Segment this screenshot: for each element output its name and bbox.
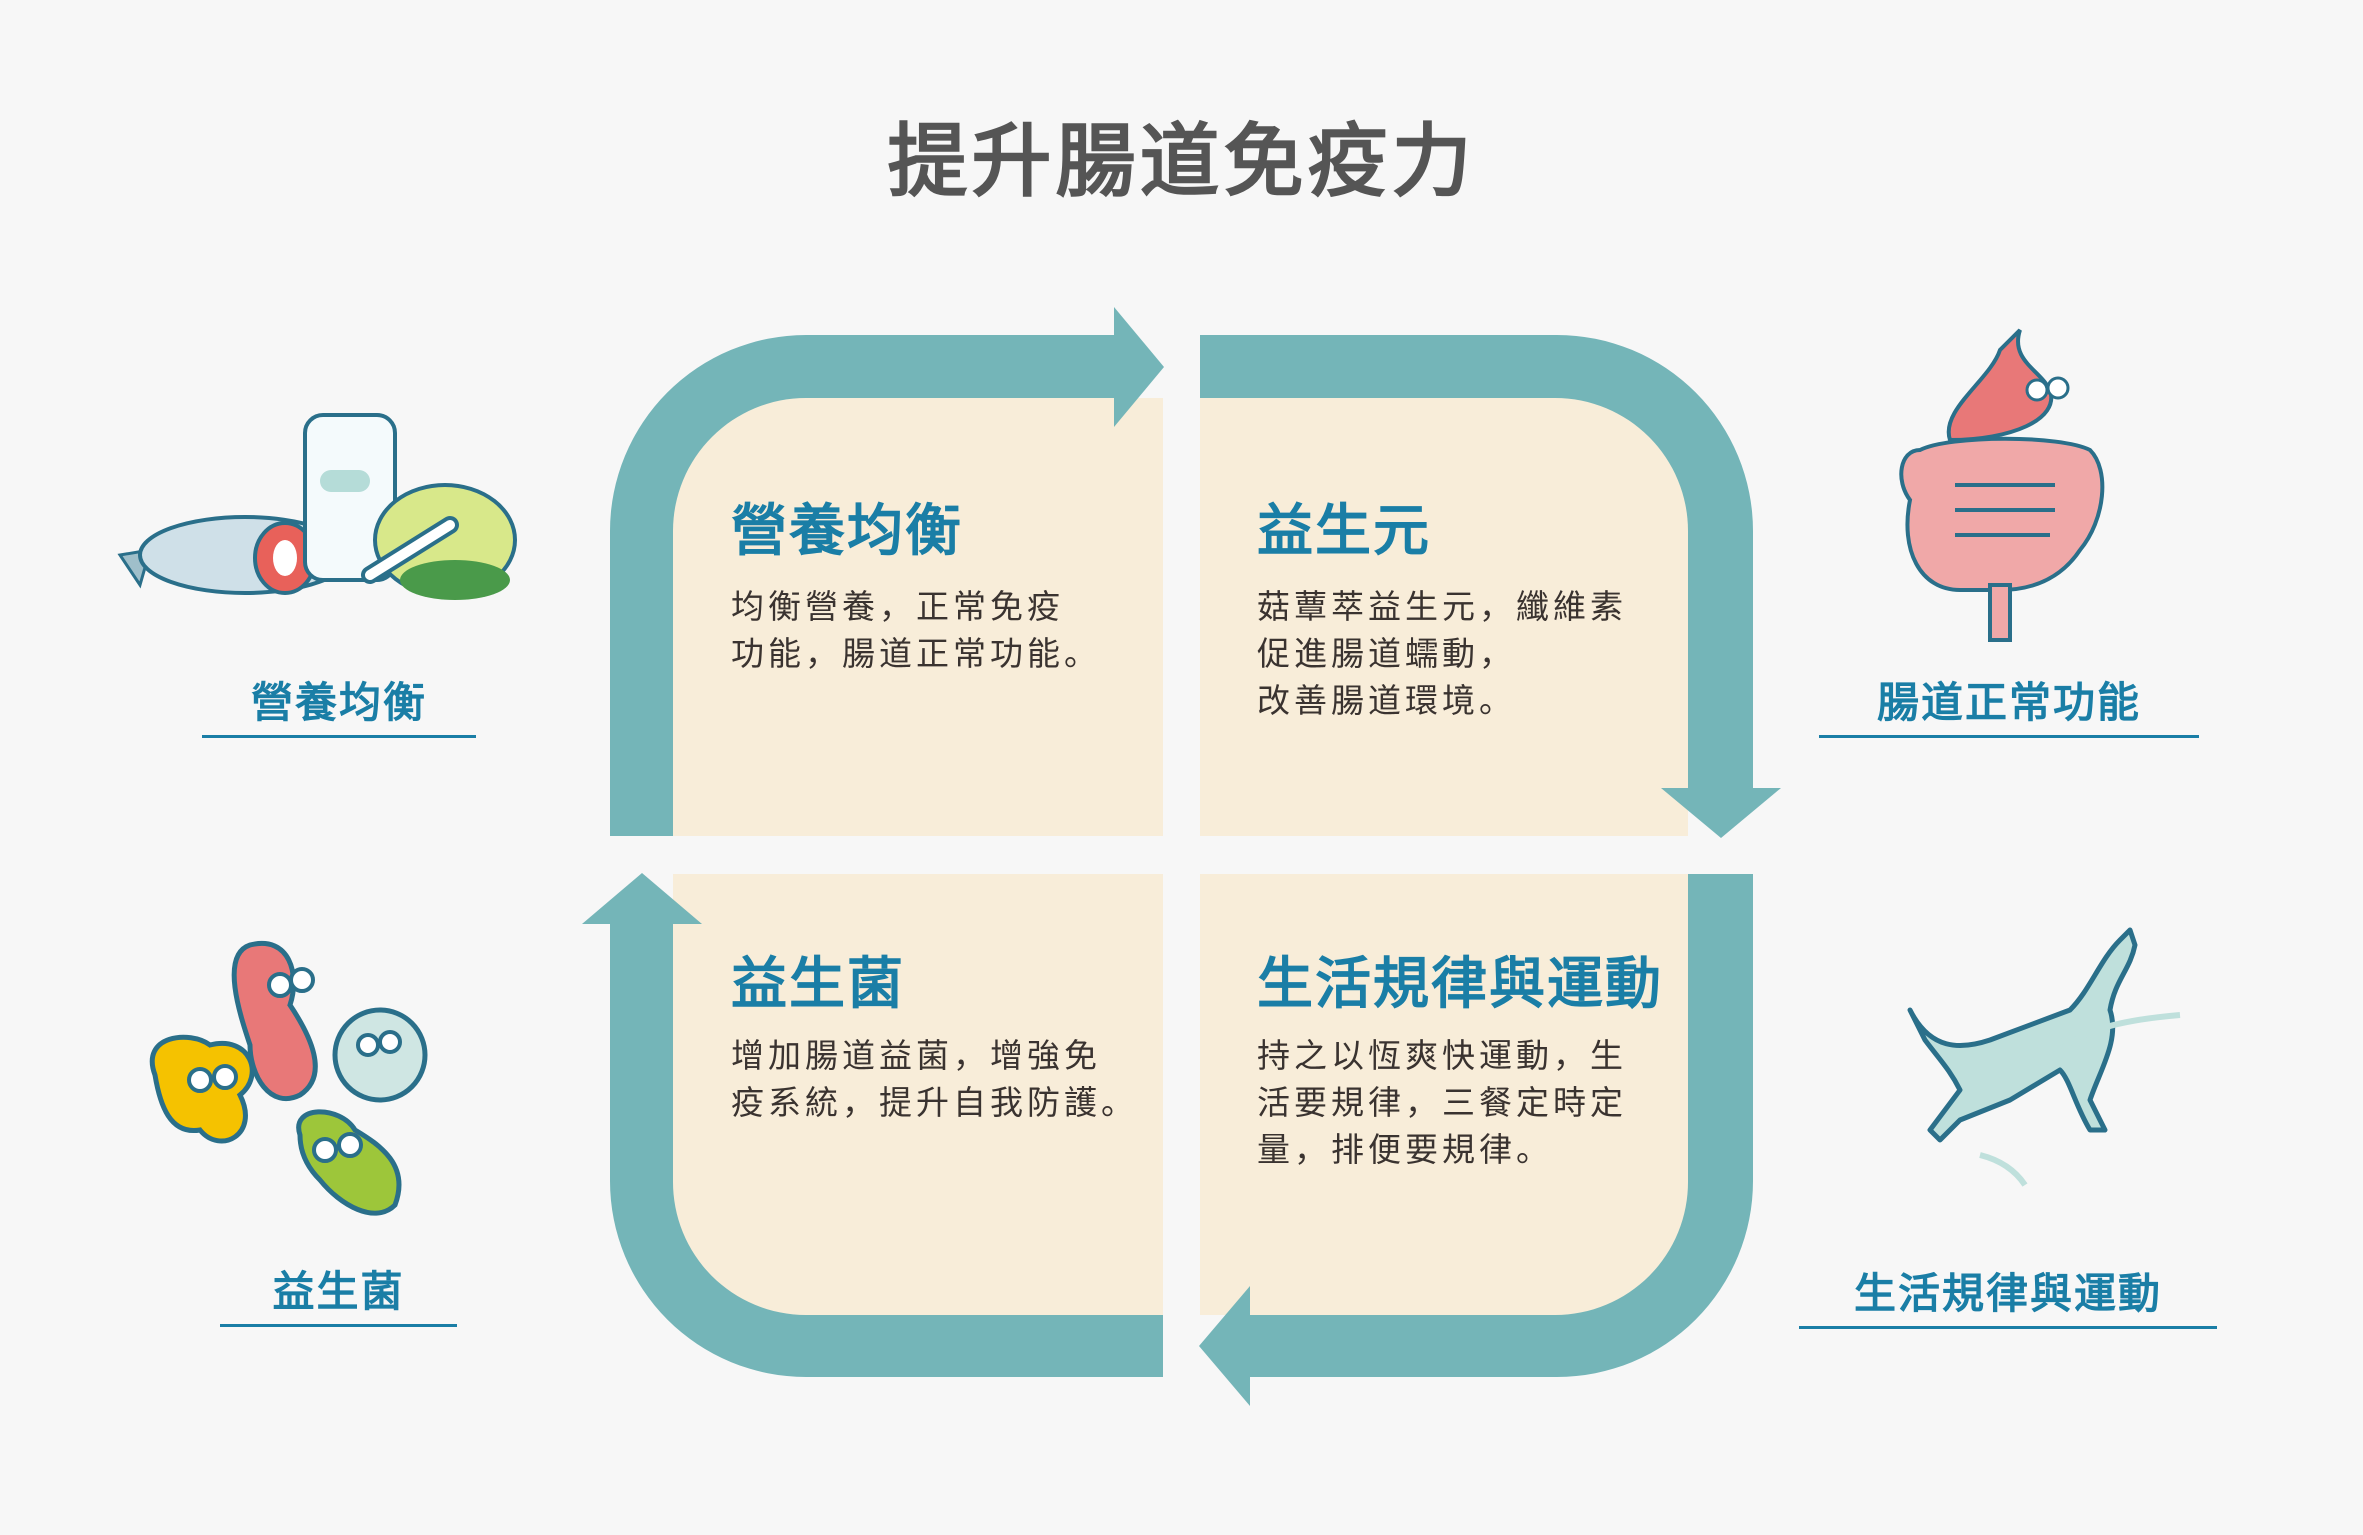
arrow-down-icon xyxy=(1661,788,1781,838)
quadrant-title-prebiotics: 益生元 xyxy=(1257,499,1431,564)
quadrant-body-lifestyle: 持之以恆爽快運動，生 活要規律，三餐定時定 量，排便要規律。 xyxy=(1257,1032,1627,1173)
quadrant-body-probiotics: 增加腸道益菌，增強免 疫系統，提升自我防護。 xyxy=(731,1032,1138,1126)
quadrant-body-nutrition: 均衡營養，正常免疫 功能，腸道正常功能。 xyxy=(731,583,1101,677)
body-line: 疫系統，提升自我防護。 xyxy=(731,1083,1138,1122)
body-line: 均衡營養，正常免疫 xyxy=(731,587,1064,626)
arrow-up-icon xyxy=(582,873,702,924)
quadrant-bottom-right-shape xyxy=(1199,874,1753,1406)
side-label-nutrition: 營養均衡 xyxy=(202,675,476,738)
arrow-left-icon xyxy=(1199,1286,1250,1406)
side-label-lifestyle: 生活規律與運動 xyxy=(1799,1266,2217,1329)
running-dog-illustration-icon xyxy=(1907,927,2181,1187)
food-illustration-icon xyxy=(117,413,517,600)
body-line: 增加腸道益菌，增強免 xyxy=(731,1036,1101,1075)
body-line: 活要規律，三餐定時定 xyxy=(1257,1083,1627,1122)
side-label-gut-function: 腸道正常功能 xyxy=(1819,675,2199,738)
intestine-illustration-icon xyxy=(1899,328,2105,642)
body-line: 菇蕈萃益生元，纖維素 xyxy=(1257,587,1627,626)
side-label-probiotics: 益生菌 xyxy=(220,1264,457,1327)
quadrant-top-right-shape xyxy=(1200,335,1781,838)
body-line: 持之以恆爽快運動，生 xyxy=(1257,1036,1627,1075)
body-line: 改善腸道環境。 xyxy=(1257,681,1516,720)
arrow-right-icon xyxy=(1114,307,1164,427)
quadrant-body-prebiotics: 菇蕈萃益生元，纖維素 促進腸道蠕動， 改善腸道環境。 xyxy=(1257,583,1627,724)
bacteria-illustration-icon xyxy=(149,940,428,1216)
body-line: 量，排便要規律。 xyxy=(1257,1130,1553,1169)
quadrant-title-probiotics: 益生菌 xyxy=(731,952,905,1017)
body-line: 促進腸道蠕動， xyxy=(1257,634,1516,673)
page-title: 提升腸道免疫力 xyxy=(887,115,1476,208)
quadrant-bottom-left-shape xyxy=(582,873,1163,1377)
body-line: 功能，腸道正常功能。 xyxy=(731,634,1101,673)
quadrant-top-left-shape xyxy=(610,307,1164,836)
quadrant-title-lifestyle: 生活規律與運動 xyxy=(1257,952,1663,1017)
quadrant-title-nutrition: 營養均衡 xyxy=(731,499,963,564)
